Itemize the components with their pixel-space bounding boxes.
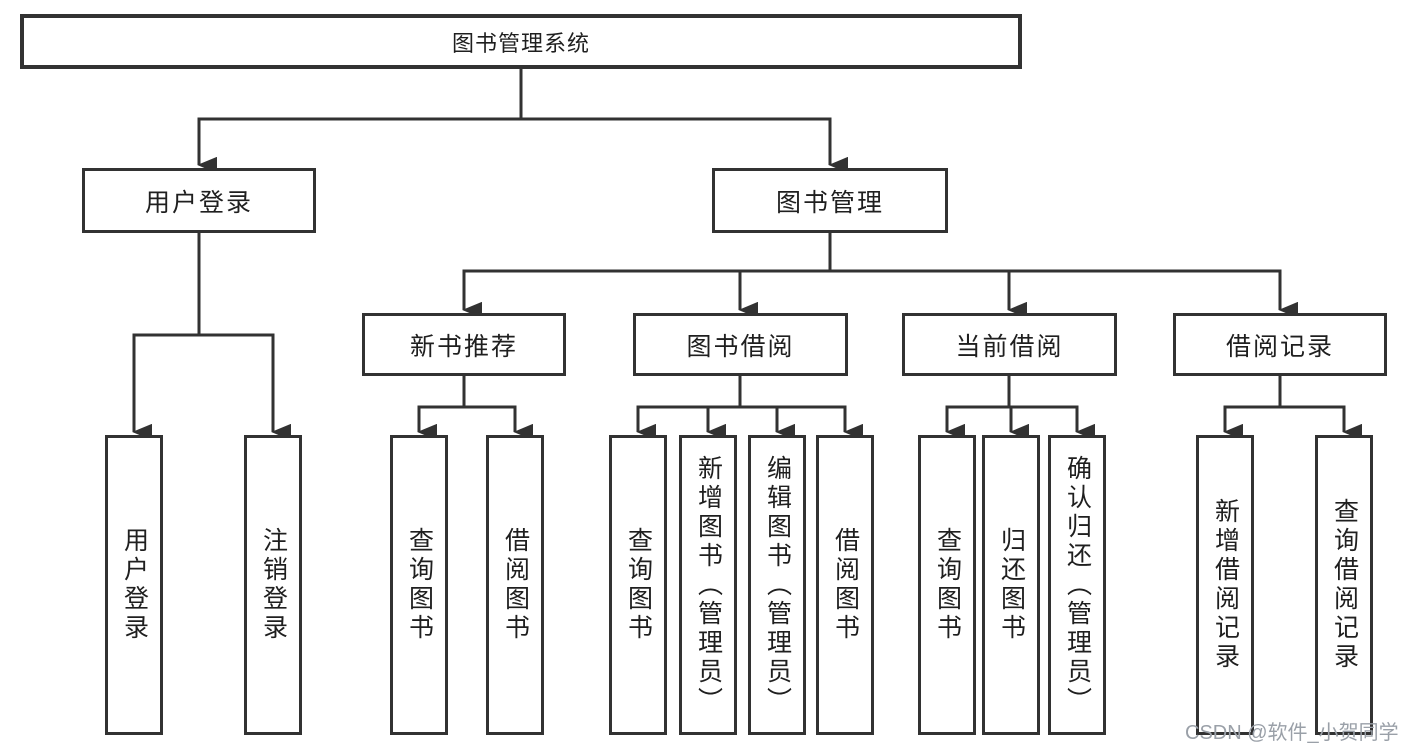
connector-mgmt-records: [828, 233, 1299, 319]
leaf-add-books-admin: 新增图书（管理员）: [679, 435, 737, 735]
connector-current-leaf3: [1007, 376, 1096, 441]
connector-borrowing-leaf3: [738, 376, 796, 441]
leaf-return-books-label: 归还图书: [997, 527, 1026, 643]
leaf-borrow-books-recommend-label: 借阅图书: [501, 527, 530, 643]
node-root-label: 图书管理系统: [451, 30, 590, 56]
node-book-borrowing: 图书借阅: [633, 313, 848, 376]
connector-records-leaf1: [1223, 376, 1282, 441]
connector-root-user-login: [197, 69, 523, 174]
leaf-add-borrow-record-label: 新增借阅记录: [1211, 498, 1240, 672]
leaf-confirm-return-admin-label: 确认归还（管理员）: [1063, 454, 1092, 716]
leaf-query-books-recommend-label: 查询图书: [405, 527, 434, 643]
node-root-system: 图书管理系统: [20, 14, 1022, 69]
node-new-book-recommend-label: 新书推荐: [409, 332, 518, 361]
leaf-borrow-books-recommend: 借阅图书: [486, 435, 544, 735]
connector-records-leaf2: [1278, 376, 1363, 441]
leaf-query-borrow-record-label: 查询借阅记录: [1330, 498, 1359, 672]
connector-newbook-leaf1: [417, 376, 466, 441]
leaf-user-login: 用户登录: [105, 435, 163, 735]
leaf-add-books-admin-label: 新增图书（管理员）: [694, 454, 723, 716]
leaf-return-books: 归还图书: [982, 435, 1040, 735]
node-borrowing-records-label: 借阅记录: [1225, 332, 1334, 361]
node-user-login-label: 用户登录: [144, 188, 253, 217]
leaf-query-books-recommend: 查询图书: [390, 435, 448, 735]
leaf-query-books-borrowing-label: 查询图书: [624, 527, 653, 643]
leaf-query-books-borrowing: 查询图书: [609, 435, 667, 735]
connector-root-book-management: [519, 69, 849, 174]
leaf-edit-books-admin: 编辑图书（管理员）: [748, 435, 806, 735]
node-book-management-label: 图书管理: [775, 188, 884, 217]
leaf-user-login-label: 用户登录: [120, 527, 149, 643]
leaf-edit-books-admin-label: 编辑图书（管理员）: [763, 454, 792, 716]
node-borrowing-records: 借阅记录: [1173, 313, 1387, 376]
leaf-query-books-current: 查询图书: [918, 435, 976, 735]
csdn-watermark: CSDN @软件_小贺同学: [1185, 722, 1399, 744]
connector-userlogin-leaf1: [132, 233, 201, 441]
node-user-login: 用户登录: [82, 168, 316, 233]
connector-borrowing-leaf2: [706, 376, 742, 441]
node-new-book-recommend: 新书推荐: [362, 313, 566, 376]
node-current-borrowing: 当前借阅: [902, 313, 1117, 376]
connector-newbook-leaf2: [462, 376, 534, 441]
connector-borrowing-leaf4: [738, 376, 864, 441]
connector-current-leaf1: [945, 376, 1011, 441]
node-book-borrowing-label: 图书借阅: [686, 332, 795, 361]
connector-borrowing-leaf1: [636, 376, 742, 441]
leaf-logout-label: 注销登录: [259, 527, 288, 643]
node-current-borrowing-label: 当前借阅: [955, 332, 1064, 361]
leaf-query-books-current-label: 查询图书: [933, 527, 962, 643]
leaf-confirm-return-admin: 确认归还（管理员）: [1048, 435, 1106, 735]
connector-mgmt-borrowing: [738, 233, 832, 319]
node-book-management: 图书管理: [712, 168, 948, 233]
leaf-borrow-books-borrowing: 借阅图书: [816, 435, 874, 735]
leaf-borrow-books-borrowing-label: 借阅图书: [831, 527, 860, 643]
leaf-logout: 注销登录: [244, 435, 302, 735]
connector-userlogin-leaf2: [197, 233, 292, 441]
leaf-query-borrow-record: 查询借阅记录: [1315, 435, 1373, 735]
leaf-add-borrow-record: 新增借阅记录: [1196, 435, 1254, 735]
